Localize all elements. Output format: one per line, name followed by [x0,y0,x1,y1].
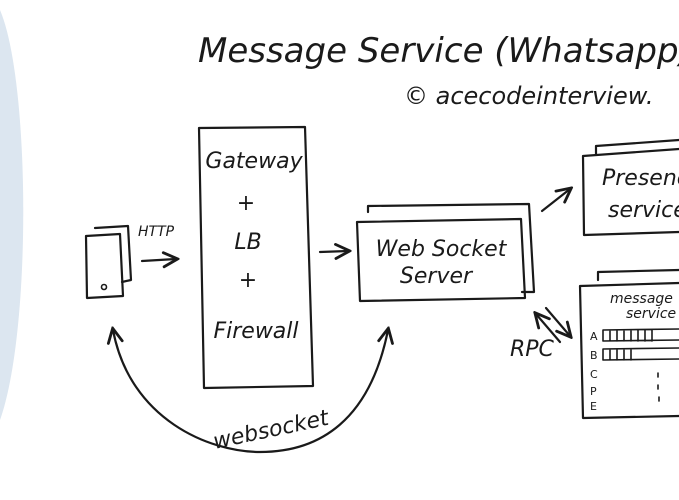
gateway-line-firewall: Firewall [213,319,298,344]
websocket-server-line-2: Server [400,264,474,289]
row-label-c: C [590,368,598,381]
message-service-line-2: service [626,306,676,322]
gateway-line-lb: LB [234,230,261,255]
websocket-label: websocket [211,406,332,455]
row-label-b: B [590,349,598,362]
client-device [84,224,133,300]
gateway-line-plus-2: + [239,268,257,293]
rpc-arrow-down [544,306,570,336]
http-label: HTTP [138,224,175,240]
gateway-to-websocket-arrow [318,251,348,252]
row-label-a: A [590,330,598,343]
presence-service-box [581,138,679,237]
left-decorative-panel [0,10,24,420]
gateway-box [197,125,315,390]
row-a-bar [602,328,679,342]
message-service-line-1: message [610,291,673,307]
websocket-server-line-1: Web Socket [376,237,508,262]
http-arrow [140,259,176,261]
row-b-bar [602,347,679,361]
websocket-to-presence-arrow [540,189,570,213]
rpc-label: RPC [510,337,555,362]
gateway-line-plus-1: + [237,191,255,216]
rpc-arrow-up [536,314,562,344]
row-continuation-dots [657,372,660,402]
websocket-server-box [355,202,536,303]
row-label-e: E [590,400,597,413]
message-service-box [578,268,679,420]
credit-text: © acecodeinterview. [404,82,653,110]
gateway-line-gateway: Gateway [205,149,303,174]
websocket-connection-arc [113,330,388,454]
row-label-p: P [590,385,597,398]
gateway-text: Gateway + LB + Firewall [205,149,303,344]
page-title: Message Service (Whatsapp) [198,31,679,71]
presence-service-line-1: Presence [602,166,679,191]
presence-service-line-2: service [608,198,679,223]
